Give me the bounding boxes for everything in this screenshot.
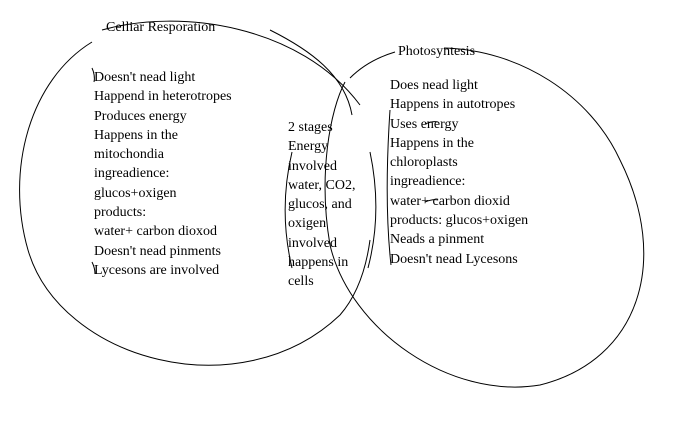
tick-mark-left-bottom bbox=[91, 261, 96, 275]
tick-mark-right-water bbox=[424, 199, 439, 203]
left-circle-item: Doesn't nead light bbox=[94, 70, 196, 85]
right-circle-item: Doesn't nead Lycesons bbox=[390, 251, 518, 267]
left-circle-outline-lower bbox=[19, 41, 371, 366]
right-circle-item: products: glucos+oxigen bbox=[390, 213, 529, 229]
right-circle-item: Uses energy bbox=[390, 116, 459, 132]
right-list-bracket bbox=[386, 109, 392, 266]
overlap-item: involved bbox=[288, 158, 337, 174]
left-circle-outline bbox=[101, 20, 361, 106]
left-circle-item: products: bbox=[94, 205, 147, 221]
overlap-item: cells bbox=[288, 274, 314, 290]
overlap-item: involved bbox=[288, 235, 337, 251]
left-circle-item: mitochondia bbox=[94, 147, 164, 163]
left-circle-item: Produces energy bbox=[94, 108, 187, 124]
tick-mark-left bbox=[91, 67, 95, 83]
left-circle-item: Doesn't nead pinments bbox=[94, 243, 221, 259]
right-circle-item: Happens in the bbox=[390, 135, 474, 151]
right-circle-item: ingreadience: bbox=[390, 174, 466, 190]
overlap-item: happens in bbox=[288, 255, 349, 271]
left-circle-item: water+ carbon dioxod bbox=[94, 224, 217, 240]
right-circle-item: Does nead light bbox=[390, 78, 478, 93]
overlap-item: water, CO2, bbox=[288, 177, 356, 193]
overlap-item: glucos, and bbox=[288, 197, 352, 213]
left-circle-item: glucos+oxigen bbox=[94, 185, 177, 201]
right-circle-item: Happens in autotropes bbox=[390, 97, 516, 113]
right-circle-title: Photosyntesis bbox=[398, 44, 476, 59]
overlap-item: Energy bbox=[288, 139, 329, 155]
right-circle-outline-top bbox=[349, 51, 396, 79]
left-circle-item: Happend in heterotropes bbox=[94, 89, 232, 105]
stray-stroke-top bbox=[269, 29, 353, 116]
left-circle-title: Celliar Resporation bbox=[106, 20, 216, 35]
left-circle-item: ingreadience: bbox=[94, 166, 170, 182]
overlap-item: oxigen bbox=[288, 216, 327, 232]
overlap-item: 2 stages bbox=[288, 120, 333, 135]
right-circle-outline bbox=[324, 47, 645, 388]
right-circle-item: Neads a pinment bbox=[390, 232, 485, 248]
tick-mark-right bbox=[424, 121, 439, 125]
left-circle-item: Lycesons are involved bbox=[94, 262, 220, 278]
overlap-bracket-right bbox=[367, 151, 377, 269]
right-circle-item: chloroplasts bbox=[390, 155, 458, 171]
right-circle-item: water+ carbon dioxid bbox=[390, 193, 510, 209]
left-circle-item: Happens in the bbox=[94, 127, 178, 143]
overlap-bracket-left bbox=[284, 151, 293, 269]
